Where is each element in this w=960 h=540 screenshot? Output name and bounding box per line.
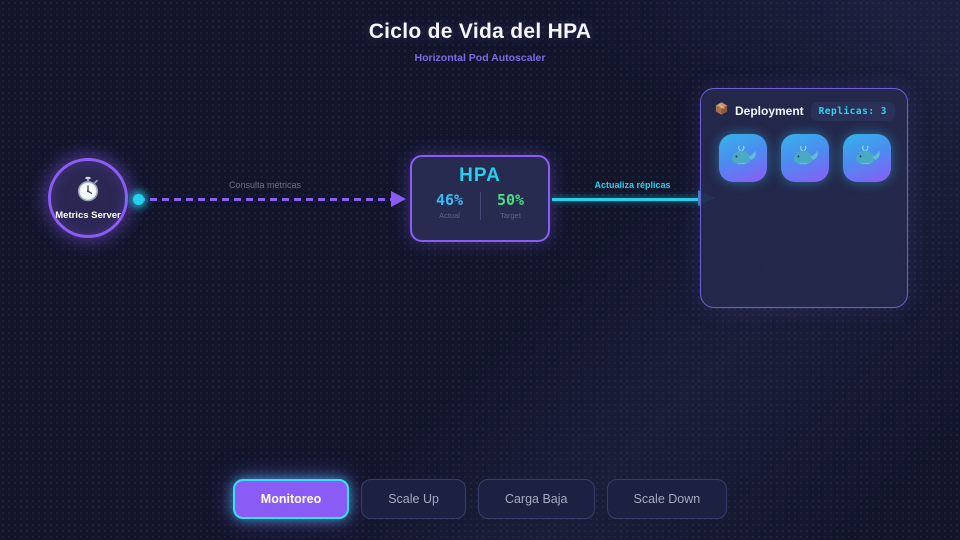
package-icon <box>714 101 729 121</box>
page-title: Ciclo de Vida del HPA <box>368 20 592 43</box>
hpa-actual-metric: 46% Actual <box>420 191 480 220</box>
metrics-server-label: Metrics Server <box>55 209 121 221</box>
hpa-target-metric: 50% Target <box>481 191 541 220</box>
pods-row <box>701 121 907 182</box>
whale-icon <box>853 145 881 172</box>
page-subtitle: Horizontal Pod Autoscaler <box>414 52 546 64</box>
deployment-title: Deployment <box>735 104 804 118</box>
update-arrow-label: Actualiza réplicas <box>594 180 671 190</box>
query-arrowhead-icon <box>391 191 406 207</box>
pod-tile <box>781 134 829 182</box>
stopwatch-icon <box>75 176 101 207</box>
button-monitoreo[interactable]: Monitoreo <box>232 479 350 519</box>
whale-icon <box>729 145 757 172</box>
scenario-controls: Monitoreo Scale Up Carga Baja Scale Down <box>0 479 960 519</box>
update-arrow-line <box>552 198 702 201</box>
hpa-actual-label: Actual <box>439 211 460 220</box>
query-arrow-label: Consulta métricas <box>228 180 302 190</box>
hpa-title: HPA <box>459 165 501 186</box>
metric-divider <box>479 191 481 220</box>
deployment-card: Deployment Replicas: 3 <box>700 88 908 308</box>
metrics-packet-dot <box>133 194 144 205</box>
whale-icon <box>791 145 819 172</box>
button-scale-up[interactable]: Scale Up <box>361 479 466 519</box>
button-carga-baja[interactable]: Carga Baja <box>477 479 595 519</box>
deployment-header: Deployment Replicas: 3 <box>701 89 907 121</box>
hpa-target-label: Target <box>500 211 521 220</box>
query-arrow-line <box>138 198 392 201</box>
pod-tile <box>843 134 891 182</box>
metrics-server-node: Metrics Server <box>48 158 128 238</box>
button-scale-down[interactable]: Scale Down <box>606 479 728 519</box>
hpa-node: HPA 46% Actual 50% Target <box>410 155 550 242</box>
hpa-actual-value: 46% <box>435 191 464 209</box>
hpa-values: 46% Actual 50% Target <box>412 191 548 220</box>
replicas-badge: Replicas: 3 <box>810 101 895 121</box>
hpa-target-value: 50% <box>496 191 525 209</box>
pod-tile <box>719 134 767 182</box>
